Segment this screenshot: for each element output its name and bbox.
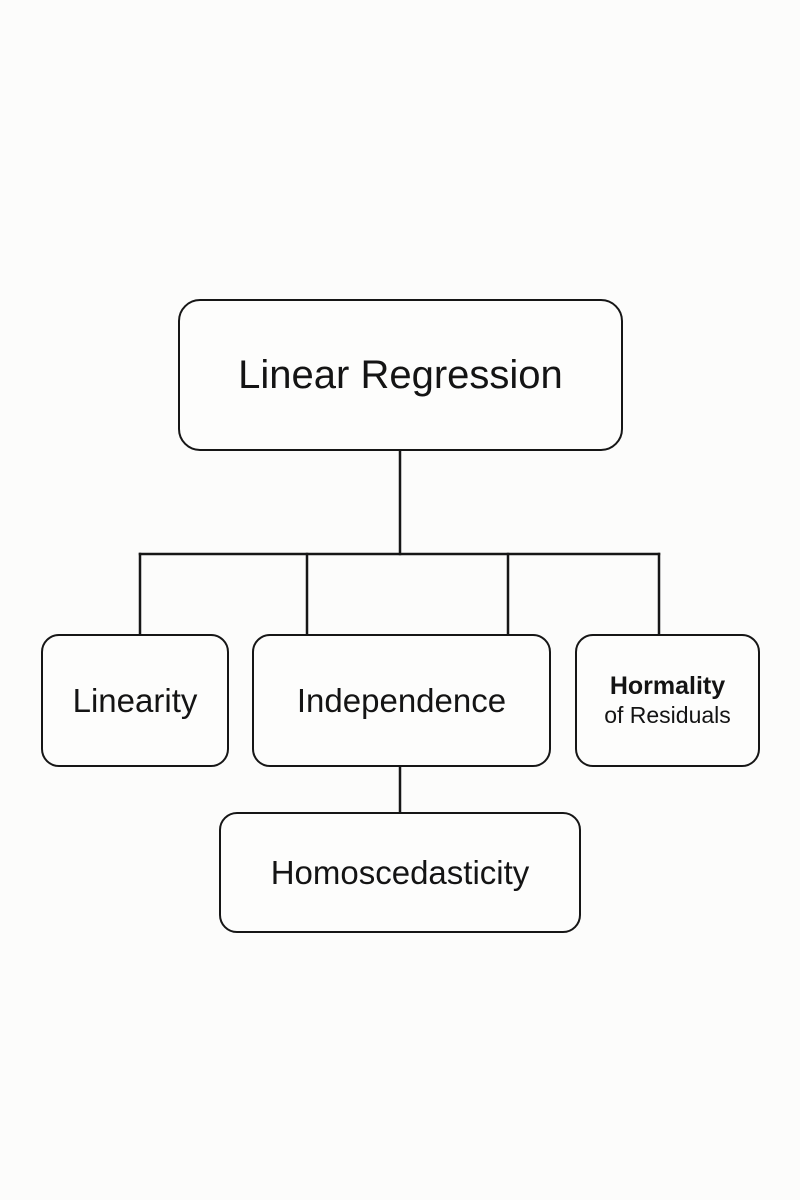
node-label: Homoscedasticity (270, 853, 530, 891)
node-label-line-2: of Residuals (604, 701, 731, 728)
node-label: Linear Regression (238, 353, 563, 397)
node-independence: Independence (252, 634, 551, 767)
node-normality-of-residuals: Hormality of Residuals (575, 634, 760, 767)
node-label: Linearity (72, 681, 198, 719)
node-label: Independence (296, 681, 507, 719)
node-linearity: Linearity (41, 634, 229, 767)
node-label-line-1: Hormality (609, 671, 726, 700)
node-homoscedasticity: Homoscedasticity (219, 812, 581, 933)
node-linear-regression: Linear Regression (178, 299, 623, 451)
